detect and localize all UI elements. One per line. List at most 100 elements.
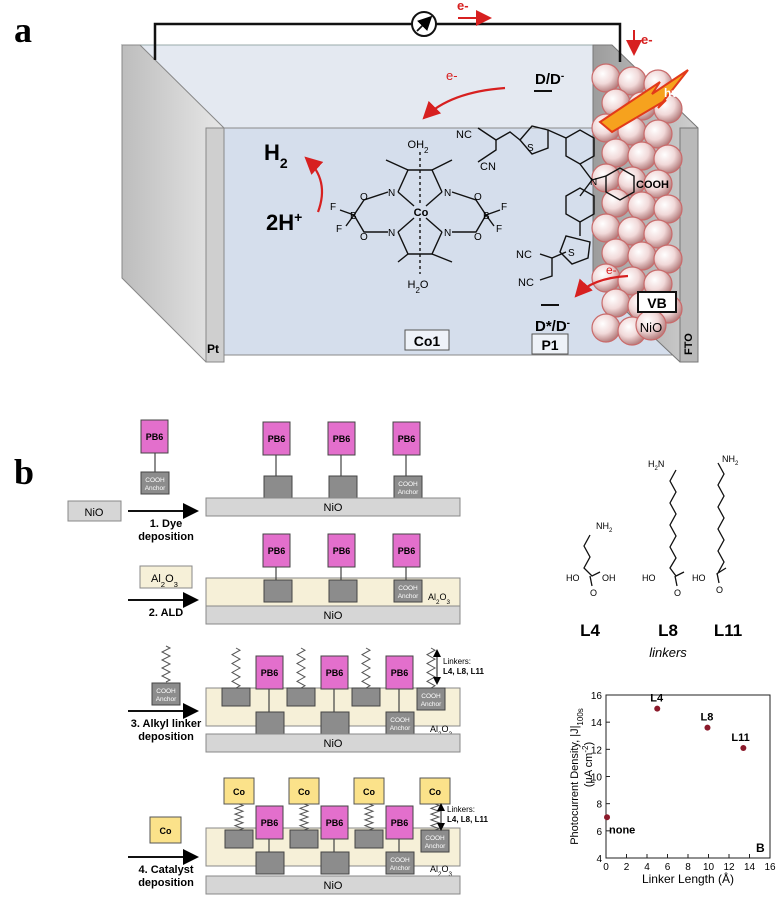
mol-cooh: COOH	[636, 179, 669, 191]
dye-p1-structure	[477, 125, 635, 281]
linker-anchor-block	[354, 829, 384, 849]
pb6-label: PB6	[391, 818, 409, 828]
cobaloxime-structure	[339, 152, 501, 274]
nio-particle	[601, 138, 631, 168]
pb6-dye	[140, 419, 169, 454]
data-point-l4	[654, 705, 661, 712]
mol-n-center: N	[590, 177, 597, 188]
nio-particle	[601, 288, 631, 318]
mol-f4: F	[496, 224, 502, 235]
anchor-label: COOH	[390, 717, 410, 724]
electron-transfer-arrow-icon	[422, 86, 506, 120]
data-point-l8	[704, 724, 711, 731]
pb6-dye	[392, 421, 421, 456]
pb6-label: PB6	[268, 546, 286, 556]
nio-substrate-label: NiO	[324, 502, 343, 514]
anchor-label: COOH	[145, 477, 165, 484]
nio-particle	[643, 169, 673, 199]
nio-particle	[627, 191, 657, 221]
linkers-note: L4, L8, L11	[447, 815, 488, 824]
nio-substrate-label: NiO	[324, 880, 343, 892]
pb6-label: PB6	[391, 668, 409, 678]
nio-particle	[653, 244, 683, 274]
linker-anchor-block	[289, 829, 319, 849]
pb6-label: PB6	[268, 434, 286, 444]
dstar-label: D*/D-	[535, 318, 570, 336]
fto-label: FTO	[683, 333, 695, 355]
co-catalyst-label: Co	[233, 787, 245, 797]
co1-label: Co1	[414, 333, 441, 349]
mol-co-center: Co	[414, 207, 429, 219]
step-label: 4. Catalyst	[138, 864, 193, 876]
nio-particle	[643, 219, 673, 249]
co-catalyst-label: Co	[363, 787, 375, 797]
nio-particle	[653, 194, 683, 224]
pb6-label: PB6	[333, 434, 351, 444]
pb6-dye	[320, 805, 349, 840]
data-point-l11	[740, 744, 747, 751]
anchor-label: COOH	[421, 693, 441, 700]
linker-anchor-block	[224, 829, 254, 849]
nio-particle	[627, 241, 657, 271]
linker-anchor-block	[286, 687, 316, 707]
d-d-label: D/D-	[535, 71, 564, 89]
step-label: 3. Alkyl linker	[131, 718, 202, 730]
nio-particle	[653, 144, 683, 174]
step-label: deposition	[138, 731, 194, 743]
hv-label: hν	[664, 86, 678, 100]
step-label: 1. Dye	[150, 518, 182, 530]
anchor-block	[328, 475, 358, 499]
mol-f1: F	[330, 202, 336, 213]
anchor-block	[385, 851, 415, 875]
h2-product-label: H2	[264, 140, 288, 171]
ammeter-needle-icon	[416, 15, 433, 32]
mol-s-bottom: S	[568, 248, 575, 259]
mol-o1: O	[360, 192, 368, 203]
linker-name-l8: L8	[658, 621, 678, 640]
circuit-wire-right	[436, 22, 622, 62]
mol-s-top: S	[527, 143, 534, 154]
pb6-dye	[327, 533, 356, 568]
pb6-dye	[262, 533, 291, 568]
l11-o: O	[716, 585, 723, 595]
pb6-dye	[385, 805, 414, 840]
anchor-label: Anchor	[390, 865, 411, 872]
mol-nc-top: NC	[456, 129, 472, 141]
pb6-label: PB6	[146, 432, 164, 442]
nio-substrate-label: NiO	[324, 738, 343, 750]
linker-name-l4: L4	[580, 621, 600, 640]
co-catalyst-label: Co	[298, 787, 310, 797]
y-tick-label: 8	[596, 800, 602, 811]
alkyl-linker	[295, 647, 307, 689]
y-tick-label: 16	[591, 691, 603, 702]
nio-particle	[627, 141, 657, 171]
co-catalyst-label: Co	[429, 787, 441, 797]
mol-cn-top: CN	[480, 161, 496, 173]
anchor-block	[263, 579, 293, 603]
pb6-dye	[255, 805, 284, 840]
anchor-label: Anchor	[398, 593, 419, 600]
anchor-block	[393, 579, 423, 603]
anchor-label: Anchor	[425, 843, 446, 850]
pb6-label: PB6	[398, 546, 416, 556]
mol-b1: B	[350, 211, 357, 222]
alkyl-linker	[233, 803, 245, 831]
anchor-label: Anchor	[398, 489, 419, 496]
anchor-block	[420, 829, 450, 853]
anchor-block	[320, 851, 350, 875]
nio-substrate	[205, 497, 461, 517]
panel-a-letter: a	[14, 10, 32, 50]
chart-panel-tag: B	[756, 841, 765, 855]
x-tick-label: 4	[644, 862, 650, 873]
p1-box	[531, 333, 569, 355]
pb6-label: PB6	[333, 546, 351, 556]
p1-label: P1	[541, 337, 558, 353]
nio-particle	[601, 188, 631, 218]
anchor-label: COOH	[156, 688, 176, 695]
nio-substrate	[205, 733, 461, 753]
injection-label: e-	[606, 263, 617, 277]
y-tick-label: 14	[591, 718, 603, 729]
